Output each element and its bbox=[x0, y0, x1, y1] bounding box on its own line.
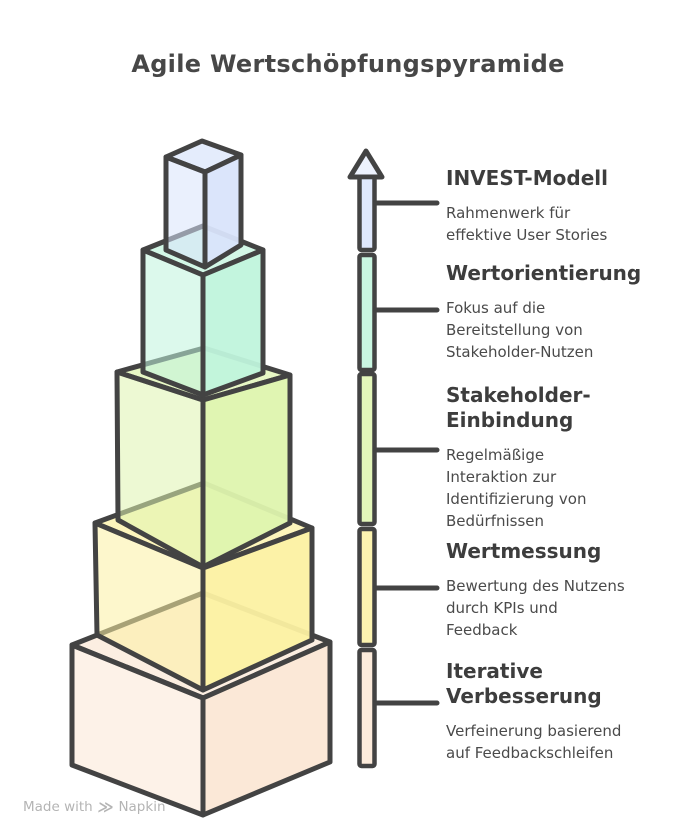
diagram-title: Agile Wertschöpfungspyramide bbox=[131, 50, 565, 78]
description-line: Interaktion zur bbox=[446, 468, 557, 486]
level-heading: INVEST-Modell bbox=[446, 166, 686, 191]
heading-line: Wertorientierung bbox=[446, 261, 642, 285]
description-line: Identifizierung von bbox=[446, 490, 587, 508]
arrow-segment-stakeholder bbox=[357, 371, 377, 527]
heading-line: Wertmessung bbox=[446, 539, 602, 563]
heading-line: Einbindung bbox=[446, 408, 574, 432]
level-heading: Iterative Verbesserung bbox=[446, 659, 686, 709]
level-label-wertmessung: Wertmessung Bewertung des Nutzens durch … bbox=[446, 539, 686, 641]
napkin-logo-icon: ≫ bbox=[96, 798, 115, 816]
level-description: Fokus auf die Bereitstellung von Stakeho… bbox=[446, 297, 686, 363]
heading-line: Iterative bbox=[446, 659, 543, 683]
box-face-right bbox=[200, 639, 333, 818]
arrow-segment-iterativ bbox=[357, 647, 377, 769]
heading-line: INVEST-Modell bbox=[446, 166, 608, 190]
description-line: Rahmenwerk für bbox=[446, 204, 571, 222]
box-face-right bbox=[200, 372, 293, 570]
watermark: Made with ≫ Napkin bbox=[23, 798, 166, 816]
heading-line: Verbesserung bbox=[446, 684, 602, 708]
level-heading: Wertmessung bbox=[446, 539, 686, 564]
box-face-right bbox=[200, 247, 266, 398]
description-line: auf Feedbackschleifen bbox=[446, 744, 614, 762]
description-line: Stakeholder-Nutzen bbox=[446, 343, 594, 361]
heading-line: Stakeholder- bbox=[446, 383, 591, 407]
pyramid-box-invest-modell bbox=[163, 138, 244, 270]
description-line: Bereitstellung von bbox=[446, 321, 583, 339]
description-line: Regelmäßige bbox=[446, 446, 545, 464]
level-label-invest-modell: INVEST-Modell Rahmenwerk für effektive U… bbox=[446, 166, 686, 246]
level-description: Bewertung des Nutzens durch KPIs und Fee… bbox=[446, 575, 686, 641]
description-line: durch KPIs und bbox=[446, 599, 558, 617]
level-heading: Stakeholder- Einbindung bbox=[446, 383, 686, 433]
arrow-up-icon bbox=[347, 148, 385, 180]
description-line: Bewertung des Nutzens bbox=[446, 577, 625, 595]
box-face-right bbox=[202, 152, 244, 270]
level-description: Regelmäßige Interaktion zur Identifizier… bbox=[446, 444, 686, 532]
level-label-wertorientierung: Wertorientierung Fokus auf die Bereitste… bbox=[446, 261, 686, 363]
level-description: Rahmenwerk für effektive User Stories bbox=[446, 202, 686, 246]
description-line: effektive User Stories bbox=[446, 226, 608, 244]
arrow-segment-wert bbox=[357, 252, 377, 373]
level-description: Verfeinerung basierend auf Feedbackschle… bbox=[446, 720, 686, 764]
box-face-left bbox=[140, 247, 206, 398]
description-line: Feedback bbox=[446, 621, 518, 639]
watermark-text: Made with bbox=[23, 799, 93, 815]
arrow-segment-wertmessung bbox=[357, 526, 377, 648]
box-face-right bbox=[200, 525, 315, 693]
description-line: Verfeinerung basierend bbox=[446, 722, 622, 740]
description-line: Fokus auf die bbox=[446, 299, 546, 317]
level-label-stakeholder-einbindung: Stakeholder- Einbindung Regelmäßige Inte… bbox=[446, 383, 686, 532]
arrow-segment-invest bbox=[357, 174, 377, 253]
watermark-brand: Napkin bbox=[118, 799, 166, 815]
description-line: Bedürfnissen bbox=[446, 512, 545, 530]
progress-arrow bbox=[347, 148, 385, 769]
level-heading: Wertorientierung bbox=[446, 261, 686, 286]
level-label-iterative-verbesserung: Iterative Verbesserung Verfeinerung basi… bbox=[446, 659, 686, 764]
box-face-left bbox=[163, 154, 208, 270]
